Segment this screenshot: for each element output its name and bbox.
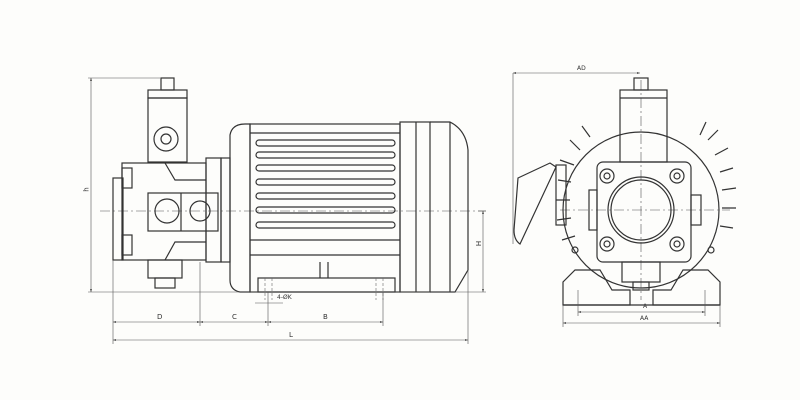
side-view [88, 77, 486, 344]
end-dimensions [512, 72, 721, 327]
end-view [512, 72, 737, 327]
dim-label-H: H [475, 240, 484, 247]
valve-top [619, 77, 668, 163]
terminal-box [513, 162, 557, 245]
dim-label-4-ok: 4-ØK [277, 294, 292, 301]
pump-body [112, 162, 219, 289]
dim-label-D: D [157, 313, 163, 321]
dim-label-AA: AA [640, 315, 649, 322]
dim-label-AD: AD [577, 65, 586, 72]
flange [205, 157, 222, 263]
motor-feet-end [562, 269, 721, 306]
dim-label-B: B [323, 313, 328, 321]
pressure-valve [147, 77, 188, 163]
motor-fins [556, 121, 737, 289]
dim-label-C: C [232, 313, 237, 321]
dim-label-h: h [82, 187, 91, 192]
side-dimensions [88, 77, 486, 344]
fan-cover [399, 121, 431, 293]
dim-label-A: A [643, 303, 648, 310]
pump-end-face [588, 161, 702, 291]
cooling-fins [255, 139, 396, 229]
dim-label-L: L [289, 331, 293, 339]
motor-feet [257, 277, 396, 293]
